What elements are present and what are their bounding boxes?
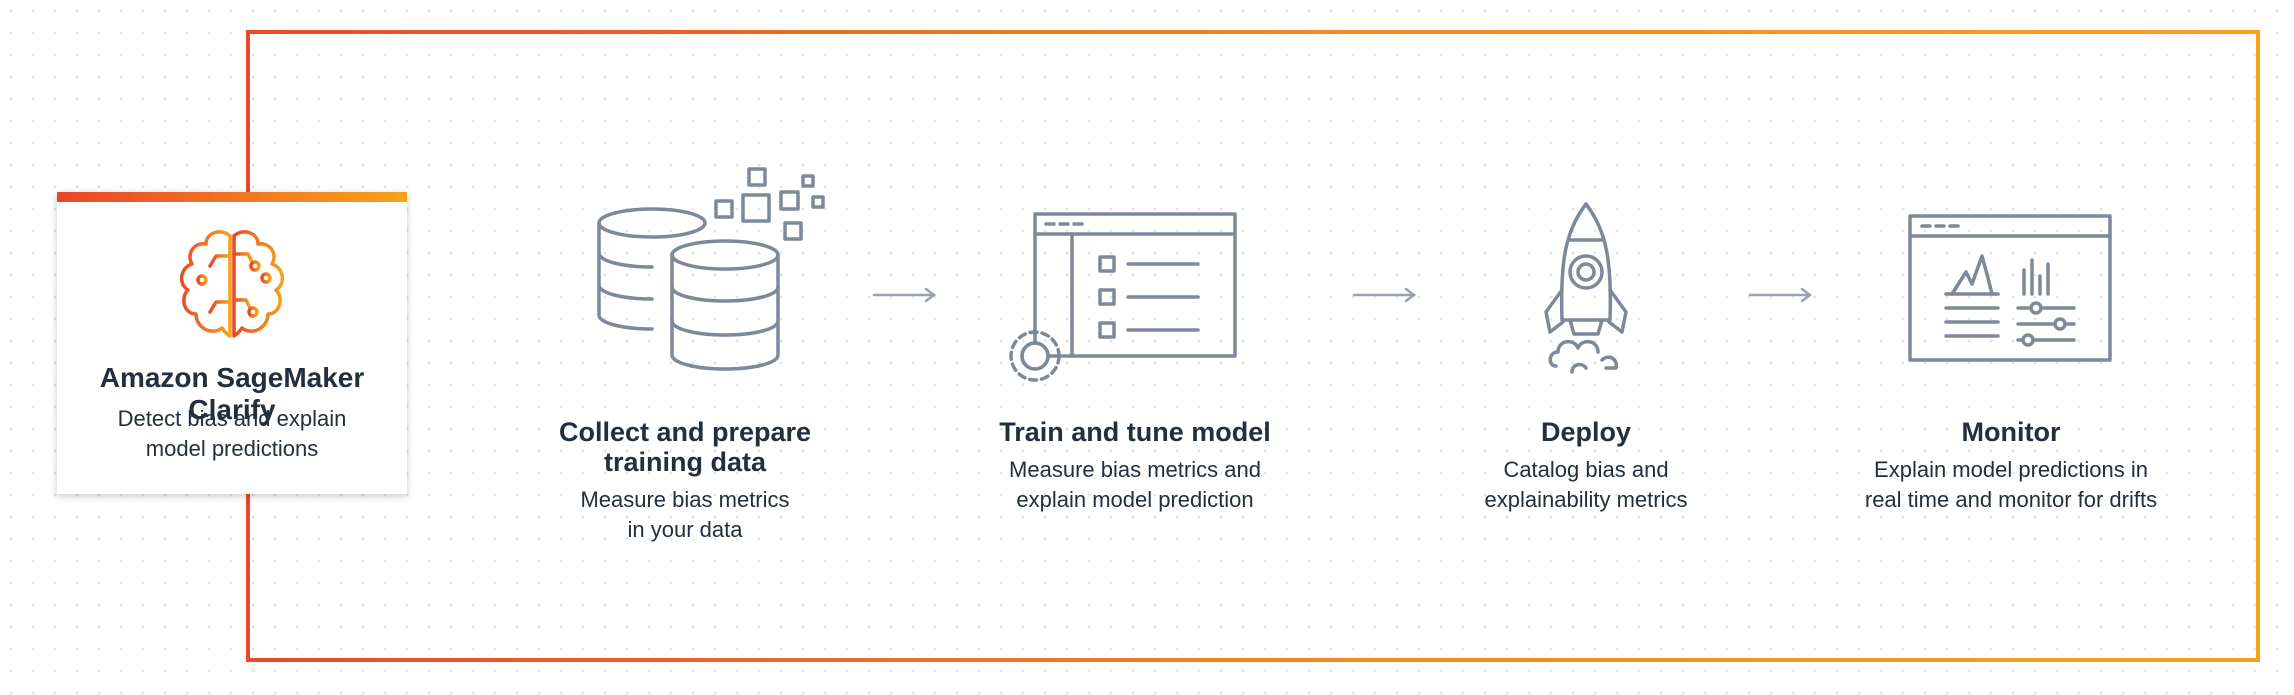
monitor-dashboard-icon [1908, 214, 2112, 362]
step-description-line: Catalog bias and [1503, 457, 1669, 482]
arrow-right-icon [1352, 287, 1417, 303]
step-title: Deploy [1411, 417, 1761, 447]
arrow-right-icon [872, 287, 937, 303]
step-description-line: in your data [627, 517, 743, 542]
step-description-line: Measure bias metrics [580, 487, 790, 512]
rocket-icon [1544, 202, 1628, 374]
step-description: Measure bias metrics and explain model p… [960, 455, 1310, 515]
workflow-frame [246, 30, 2260, 662]
step-description-line: explainability metrics [1484, 487, 1688, 512]
step-title-line: Monitor [1961, 417, 2061, 447]
arrow-right-icon [1748, 287, 1813, 303]
card-description-line: Detect bias and explain [117, 406, 347, 431]
step-title-line: training data [603, 447, 766, 477]
step-description: Measure bias metrics in your data [510, 485, 860, 545]
clarify-card: Amazon SageMaker Clarify Detect bias and… [57, 192, 407, 494]
step-description-line: explain model prediction [1016, 487, 1254, 512]
card-description-line: model predictions [145, 436, 319, 461]
step-description-line: real time and monitor for drifts [1864, 487, 2158, 512]
step-description: Explain model predictions in real time a… [1816, 455, 2206, 515]
brain-circuit-icon [179, 230, 285, 338]
step-title: Monitor [1816, 417, 2206, 447]
step-description: Catalog bias and explainability metrics [1411, 455, 1761, 515]
step-title: Train and tune model [960, 417, 1310, 447]
step-title-line: Collect and prepare [558, 417, 812, 447]
card-accent-bar [57, 192, 407, 202]
step-description-line: Explain model predictions in [1874, 457, 2148, 482]
step-description-line: Measure bias metrics and [1009, 457, 1261, 482]
database-cubes-icon [597, 167, 825, 371]
step-title-line: Deploy [1540, 417, 1632, 447]
window-checklist-gear-icon [1009, 212, 1237, 382]
card-description: Detect bias and explain model prediction… [77, 404, 387, 464]
step-title-line: Train and tune model [999, 417, 1271, 447]
card-title: Amazon SageMaker Clarify [99, 362, 365, 425]
step-title: Collect and prepare training data [510, 417, 860, 477]
